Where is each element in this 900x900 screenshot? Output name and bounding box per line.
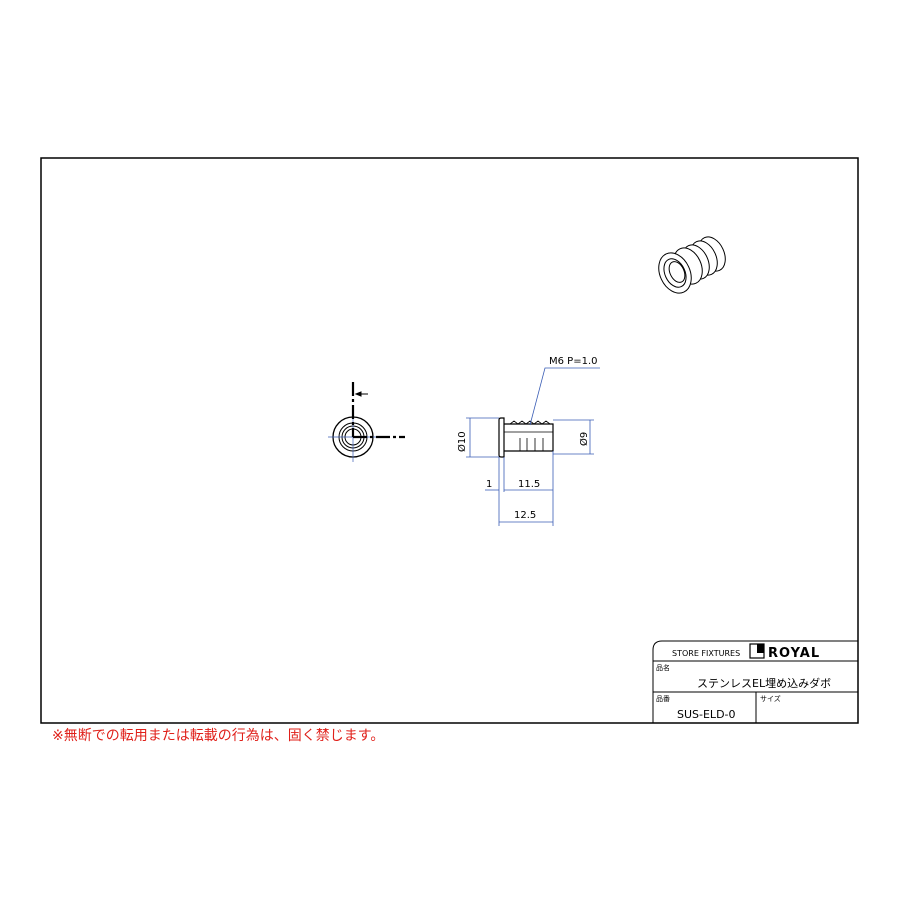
title-block xyxy=(652,640,858,723)
dimensions xyxy=(466,367,600,526)
side-view xyxy=(498,417,554,458)
isometric-view xyxy=(658,236,726,294)
dim-flange-thickness: 1 xyxy=(486,479,492,490)
dim-body-length: 11.5 xyxy=(518,479,540,490)
copyright-notice: ※無断での転用または転載の行為は、固く禁じます。 xyxy=(52,728,385,744)
brand-name: ROYAL xyxy=(768,646,820,661)
part-no-value: SUS-ELD-0 xyxy=(677,708,736,721)
size-label: サイズ xyxy=(760,694,781,703)
dim-flange-diameter: Ø10 xyxy=(456,431,468,452)
name-label: 品名 xyxy=(656,663,670,672)
name-value: ステンレスEL埋め込みダボ xyxy=(697,676,831,690)
dim-body-diameter: Ø9 xyxy=(578,432,590,446)
thread-callout: M6 P=1.0 xyxy=(549,356,597,367)
company-name: STORE FIXTURES xyxy=(672,649,740,658)
drawing-frame xyxy=(40,157,859,724)
front-view xyxy=(328,382,405,462)
royal-logo: ROYAL xyxy=(749,643,820,661)
part-no-label: 品番 xyxy=(656,695,670,703)
dim-total-length: 12.5 xyxy=(514,510,536,521)
